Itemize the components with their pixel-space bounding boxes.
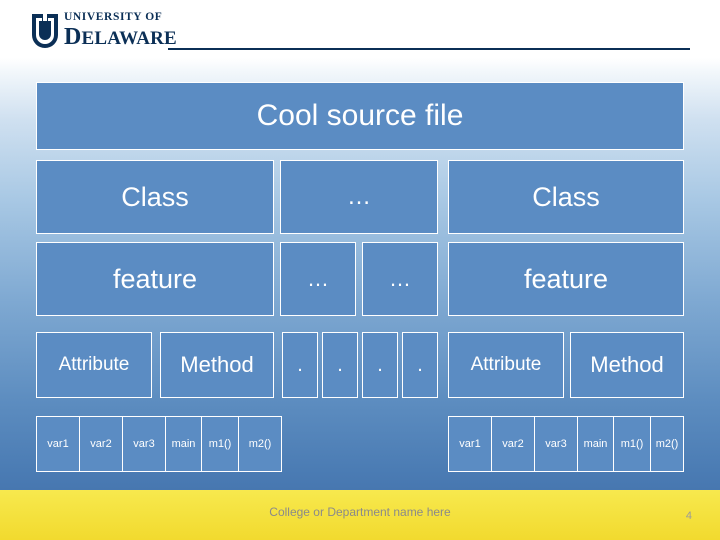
dot-box-4: . — [402, 332, 438, 398]
ellipsis-box-top: … — [280, 160, 438, 234]
dot-box-3: . — [362, 332, 398, 398]
leaf-box-left-m2: m2() — [238, 416, 282, 472]
leaf-box-left-m1: m1() — [201, 416, 239, 472]
title-box: Cool source file — [36, 82, 684, 150]
leaf-box-left-var2: var2 — [79, 416, 123, 472]
ud-monogram-icon — [32, 14, 58, 48]
leaf-box-right-m2: m2() — [650, 416, 684, 472]
attribute-box-right: Attribute — [448, 332, 564, 398]
ellipsis-box-mid-b: … — [362, 242, 438, 316]
ellipsis-box-mid-a: … — [280, 242, 356, 316]
feature-box-right: feature — [448, 242, 684, 316]
method-box-right: Method — [570, 332, 684, 398]
university-logo: UNIVERSITY OF DELAWARE — [30, 10, 177, 54]
method-box-left: Method — [160, 332, 274, 398]
footer-band — [0, 490, 720, 540]
logo-text: UNIVERSITY OF DELAWARE — [64, 11, 177, 49]
header-divider — [168, 48, 690, 50]
dot-box-2: . — [322, 332, 358, 398]
leaf-box-right-m1: m1() — [613, 416, 651, 472]
leaf-box-right-var1: var1 — [448, 416, 492, 472]
leaf-box-right-var2: var2 — [491, 416, 535, 472]
leaf-box-left-var1: var1 — [36, 416, 80, 472]
footer-bar — [0, 490, 720, 540]
dot-box-1: . — [282, 332, 318, 398]
leaf-box-left-main: main — [165, 416, 202, 472]
feature-box-left: feature — [36, 242, 274, 316]
leaf-box-left-var3: var3 — [122, 416, 166, 472]
logo-delaware-cap: D — [64, 23, 82, 50]
attribute-box-left: Attribute — [36, 332, 152, 398]
class-box-left: Class — [36, 160, 274, 234]
logo-university-line: UNIVERSITY OF — [64, 11, 163, 23]
footer-text: College or Department name here — [269, 505, 451, 519]
page-number: 4 — [685, 510, 692, 522]
logo-delaware-rest: ELAWARE — [81, 27, 177, 49]
leaf-box-right-main: main — [577, 416, 614, 472]
class-box-right: Class — [448, 160, 684, 234]
leaf-box-right-var3: var3 — [534, 416, 578, 472]
logo-delaware-line: DELAWARE — [64, 25, 177, 49]
